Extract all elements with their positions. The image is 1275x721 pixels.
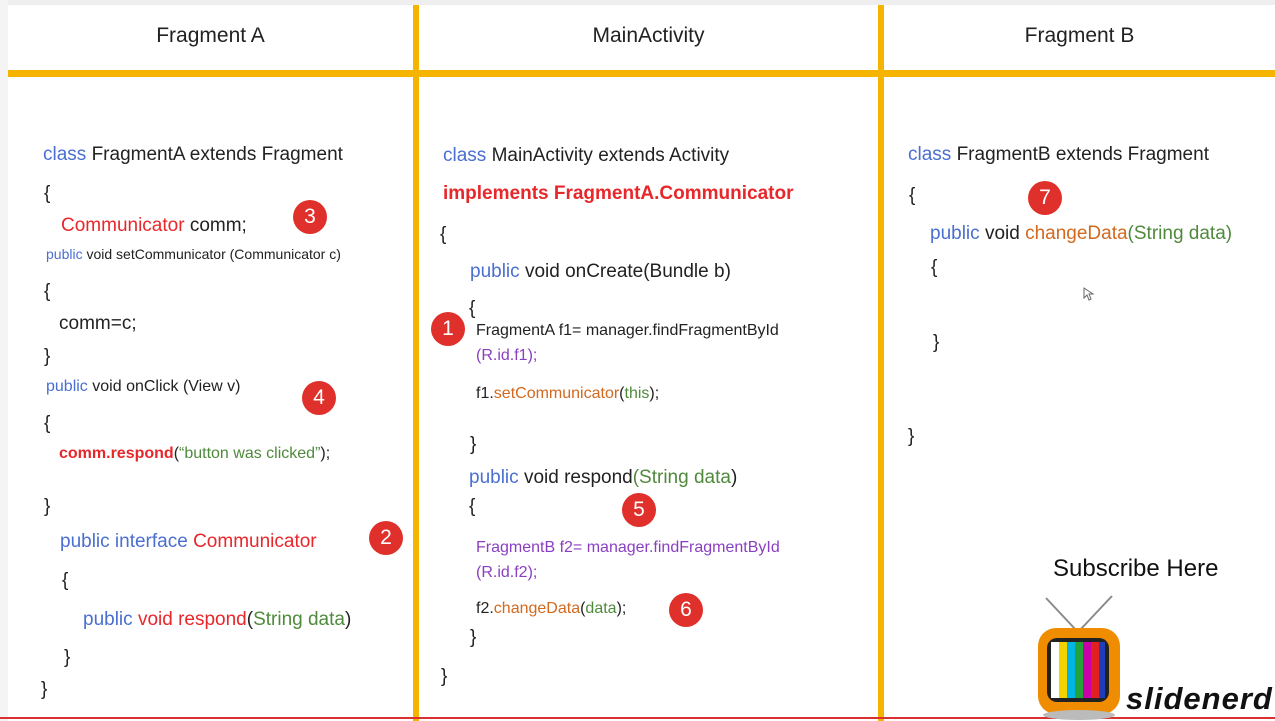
bottom-progress-line: [0, 717, 1275, 719]
top-edge: [8, 0, 1275, 5]
fragment-a-brace: }: [44, 496, 51, 517]
main-brace: {: [440, 224, 447, 245]
column-divider-right: [878, 5, 884, 721]
fragment-a-respond-decl-line: public void respond(String data): [83, 609, 352, 630]
fragment-a-interface-line: public interface Communicator: [60, 531, 317, 552]
main-change-data-line: f2.changeData(data);: [476, 600, 627, 617]
main-find-f1-line: FragmentA f1= manager.findFragmentById: [476, 322, 779, 339]
header-fragment-b: Fragment B: [1024, 24, 1135, 47]
fragment-b-brace: {: [909, 185, 916, 206]
slidenerd-logo[interactable]: [1030, 592, 1275, 721]
main-find-f2-arg-line: (R.id.f2);: [476, 564, 538, 581]
main-find-f2-line: FragmentB f2= manager.findFragmentById: [476, 539, 780, 556]
fragment-b-brace: }: [933, 332, 940, 353]
fragment-a-brace: {: [62, 570, 69, 591]
main-brace: }: [470, 627, 477, 648]
fragment-b-change-data-line: public void changeData(String data): [930, 223, 1233, 244]
fragment-a-brace: }: [44, 346, 51, 367]
fragment-a-brace: {: [44, 413, 51, 434]
fragment-a-brace: {: [44, 281, 51, 302]
step-badge-7: 7: [1028, 181, 1062, 215]
main-respond-decl-line: public void respond(String data): [469, 467, 738, 488]
column-divider-left: [413, 5, 419, 721]
main-brace: {: [469, 496, 476, 517]
fragment-a-respond-call-line: comm.respond(“button was clicked”);: [59, 445, 331, 462]
fragment-b-brace: }: [908, 426, 915, 447]
step-badge-5: 5: [622, 493, 656, 527]
main-brace: {: [469, 298, 476, 319]
step-badge-6: 6: [669, 593, 703, 627]
main-brace: }: [470, 434, 477, 455]
tv-icon: [1038, 595, 1120, 720]
header-main-activity: MainActivity: [592, 24, 705, 47]
fragment-a-setter-line: public void setCommunicator (Communicato…: [46, 246, 341, 262]
subscribe-text[interactable]: Subscribe Here: [1053, 555, 1219, 582]
fragment-a-assign-line: comm=c;: [59, 313, 137, 334]
header-fragment-a: Fragment A: [156, 24, 265, 47]
fragment-a-brace: }: [41, 679, 48, 700]
step-badge-3: 3: [293, 200, 327, 234]
step-badge-4: 4: [302, 381, 336, 415]
fragment-a-onclick-line: public void onClick (View v): [46, 378, 241, 395]
step-badge-2: 2: [369, 521, 403, 555]
main-brace: }: [441, 666, 448, 687]
brand-wordmark: slidenerd: [1126, 681, 1273, 716]
main-implements-line: implements FragmentA.Communicator: [443, 183, 794, 204]
main-class-line: class MainActivity extends Activity: [443, 145, 730, 166]
fragment-a-brace: {: [44, 183, 51, 204]
fragment-a-class-line: class FragmentA extends Fragment: [43, 144, 343, 165]
main-set-communicator-line: f1.setCommunicator(this);: [476, 385, 660, 402]
main-find-f1-arg-line: (R.id.f1);: [476, 347, 538, 364]
header-divider: [8, 70, 1275, 77]
main-oncreate-line: public void onCreate(Bundle b): [470, 261, 731, 282]
fragment-b-brace: {: [931, 257, 938, 278]
mouse-pointer-icon: [1083, 287, 1095, 301]
fragment-b-class-line: class FragmentB extends Fragment: [908, 144, 1209, 165]
step-badge-1: 1: [431, 312, 465, 346]
fragment-a-brace: }: [64, 647, 71, 668]
left-edge: [0, 0, 8, 721]
fragment-a-field-line: Communicator comm;: [61, 215, 247, 236]
